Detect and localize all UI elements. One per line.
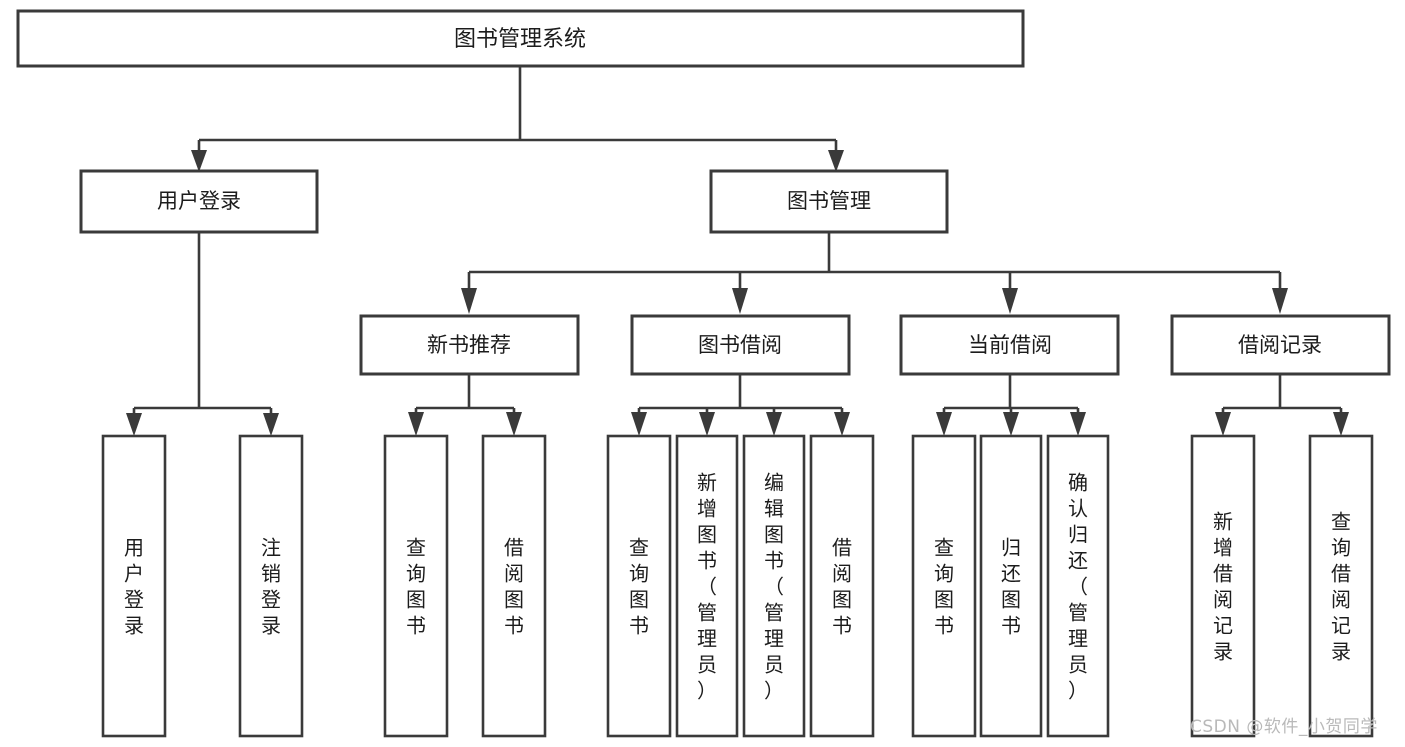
node-user-login[interactable]: 用户登录 (79, 169, 319, 234)
arrowhead-leaf-query-book-1 (408, 412, 424, 436)
arrowhead-leaf-logout (263, 413, 279, 436)
node-book-manage-box[interactable] (709, 169, 949, 234)
node-current-borrow-box[interactable] (899, 314, 1120, 376)
node-leaf-add-record[interactable]: 新增借阅记录 (1190, 434, 1256, 738)
node-leaf-confirm-return-label: 确认归还（管理员） (1068, 470, 1088, 702)
node-book-borrow-label: 图书借阅 (698, 333, 782, 357)
arrowhead-leaf-borrow-book-2 (834, 412, 850, 436)
node-leaf-borrow-book-1[interactable]: 借阅图书 (481, 434, 547, 738)
node-new-book-rec[interactable]: 新书推荐 (359, 314, 580, 376)
node-leaf-query-book-3-label: 查询图书 (934, 535, 954, 637)
node-root-box[interactable] (16, 9, 1025, 68)
node-borrow-record-label: 借阅记录 (1238, 333, 1322, 357)
node-leaf-borrow-book-2-box[interactable] (809, 434, 875, 738)
arrowhead-leaf-query-record (1333, 412, 1349, 436)
arrowhead-leaf-borrow-book-1 (506, 412, 522, 436)
arrowhead-new-book-rec (461, 288, 477, 314)
arrowhead-book-borrow (732, 288, 748, 314)
node-book-manage-label: 图书管理 (787, 189, 871, 213)
node-borrow-record-box[interactable] (1170, 314, 1391, 376)
csdn-watermark: CSDN @软件_小贺同学 (1190, 717, 1378, 737)
node-root-label: 图书管理系统 (454, 27, 586, 52)
node-current-borrow[interactable]: 当前借阅 (899, 314, 1120, 376)
node-leaf-edit-book[interactable]: 编辑图书（管理员） (742, 434, 806, 738)
arrowhead-leaf-add-book (699, 412, 715, 436)
node-leaf-add-record-label: 新增借阅记录 (1213, 509, 1233, 663)
node-leaf-query-book-2-box[interactable] (606, 434, 672, 738)
node-leaf-query-book-1-box[interactable] (383, 434, 449, 738)
node-root[interactable]: 图书管理系统 (16, 9, 1025, 68)
node-new-book-rec-label: 新书推荐 (427, 333, 511, 357)
node-leaf-query-record-label: 查询借阅记录 (1331, 509, 1351, 663)
node-book-manage[interactable]: 图书管理 (709, 169, 949, 234)
arrowhead-book-manage (828, 150, 844, 172)
arrowhead-leaf-query-book-2 (631, 412, 647, 436)
node-leaf-edit-book-box[interactable] (742, 434, 806, 738)
node-leaf-user-login-label: 用户登录 (124, 535, 144, 637)
node-leaf-query-book-2-label: 查询图书 (629, 535, 649, 637)
node-leaf-borrow-book-1-label: 借阅图书 (504, 535, 524, 637)
node-leaf-confirm-return[interactable]: 确认归还（管理员） (1046, 434, 1110, 738)
node-book-borrow-box[interactable] (630, 314, 851, 376)
node-leaf-query-record[interactable]: 查询借阅记录 (1308, 434, 1374, 738)
node-leaf-logout[interactable]: 注销登录 (238, 434, 304, 738)
node-leaf-query-book-3-box[interactable] (911, 434, 977, 738)
node-current-borrow-label: 当前借阅 (968, 333, 1052, 357)
node-leaf-logout-label: 注销登录 (261, 535, 281, 637)
arrowhead-leaf-confirm-return (1070, 412, 1086, 436)
arrowhead-borrow-record (1272, 288, 1288, 314)
node-leaf-query-book-2[interactable]: 查询图书 (606, 434, 672, 738)
node-leaf-return-book[interactable]: 归还图书 (979, 434, 1043, 738)
arrowhead-leaf-edit-book (766, 412, 782, 436)
node-leaf-confirm-return-box[interactable] (1046, 434, 1110, 738)
node-leaf-borrow-book-2-label: 借阅图书 (832, 535, 852, 637)
node-leaf-add-record-box[interactable] (1190, 434, 1256, 738)
arrowhead-user-login (191, 150, 207, 172)
arrowhead-leaf-query-book-3 (936, 412, 952, 436)
connector-layer (126, 66, 1349, 436)
arrowhead-leaf-return-book (1003, 412, 1019, 436)
node-leaf-edit-book-label: 编辑图书（管理员） (764, 470, 784, 702)
node-leaf-borrow-book-2[interactable]: 借阅图书 (809, 434, 875, 738)
arrowhead-leaf-add-record (1215, 412, 1231, 436)
node-leaf-query-book-3[interactable]: 查询图书 (911, 434, 977, 738)
node-borrow-record[interactable]: 借阅记录 (1170, 314, 1391, 376)
arrowhead-current-borrow (1002, 288, 1018, 314)
node-user-login-label: 用户登录 (157, 189, 241, 213)
node-leaf-user-login-box[interactable] (101, 434, 167, 738)
node-leaf-add-book-label: 新增图书（管理员） (697, 470, 717, 702)
node-leaf-add-book[interactable]: 新增图书（管理员） (675, 434, 739, 738)
node-leaf-query-book-1[interactable]: 查询图书 (383, 434, 449, 738)
node-leaf-add-book-box[interactable] (675, 434, 739, 738)
node-leaf-query-record-box[interactable] (1308, 434, 1374, 738)
node-user-login-box[interactable] (79, 169, 319, 234)
node-leaf-logout-box[interactable] (238, 434, 304, 738)
node-leaf-query-book-1-label: 查询图书 (406, 535, 426, 637)
node-new-book-rec-box[interactable] (359, 314, 580, 376)
node-leaf-borrow-book-1-box[interactable] (481, 434, 547, 738)
node-leaf-user-login[interactable]: 用户登录 (101, 434, 167, 738)
arrowhead-leaf-user-login (126, 413, 142, 436)
node-leaf-return-book-box[interactable] (979, 434, 1043, 738)
node-book-borrow[interactable]: 图书借阅 (630, 314, 851, 376)
node-leaf-return-book-label: 归还图书 (1001, 535, 1021, 637)
